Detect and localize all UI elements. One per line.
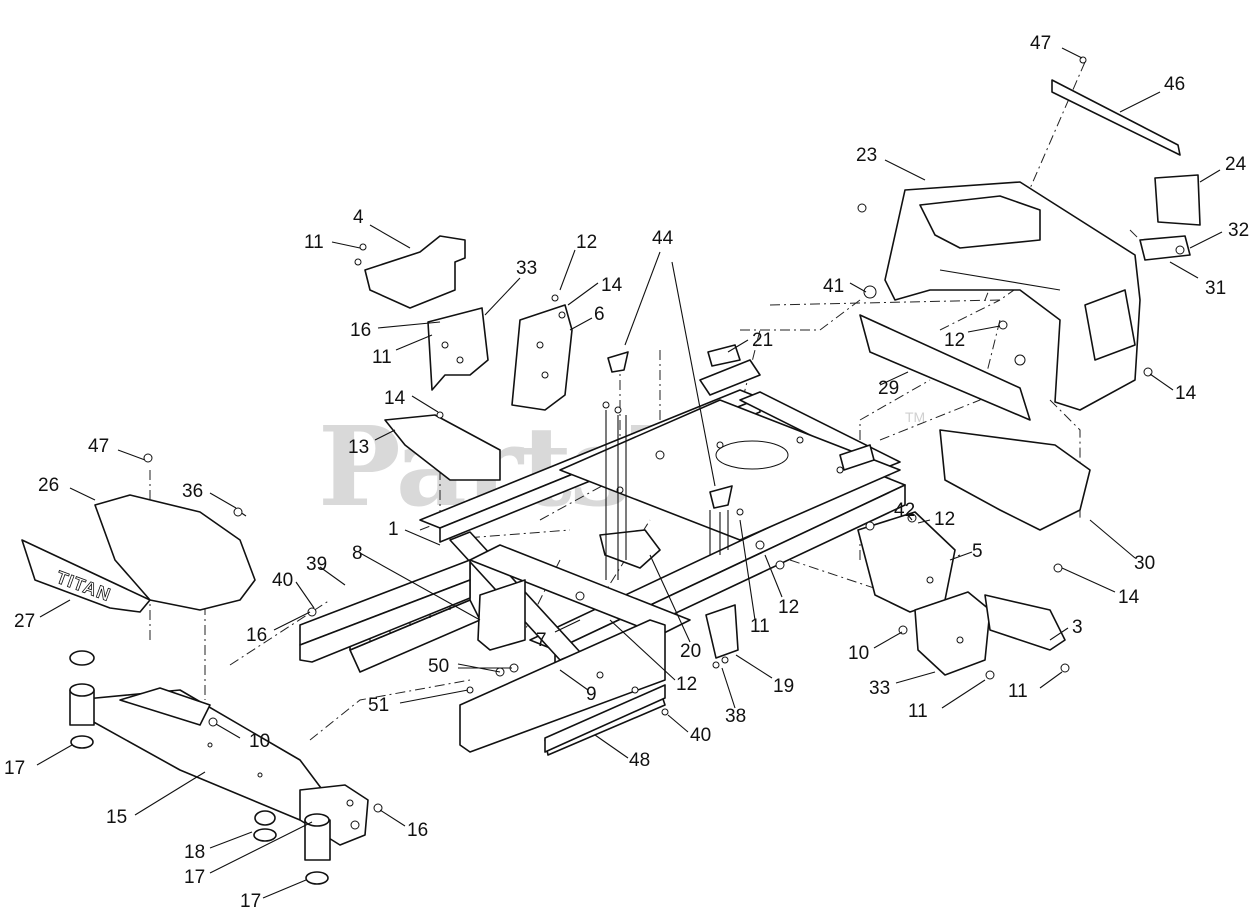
callout-6: 6 xyxy=(594,304,605,325)
callout-17-left: 17 xyxy=(4,758,25,779)
callout-14-left: 14 xyxy=(384,388,406,409)
callout-12-lower: 12 xyxy=(676,674,697,695)
right-brackets xyxy=(857,511,1066,676)
callout-39: 39 xyxy=(306,554,327,575)
callout-3: 3 xyxy=(1072,617,1083,638)
callout-31: 31 xyxy=(1205,278,1226,299)
callout-14-upper: 14 xyxy=(601,275,623,296)
callout-48: 48 xyxy=(629,750,650,771)
callout-40-left: 40 xyxy=(272,570,293,591)
callout-14-right: 14 xyxy=(1175,383,1197,404)
callout-1: 1 xyxy=(388,519,399,540)
callout-40-lower: 40 xyxy=(690,725,711,746)
callout-29: 29 xyxy=(878,378,899,399)
callout-9: 9 xyxy=(586,684,597,705)
callout-32: 32 xyxy=(1228,220,1249,241)
callout-15: 15 xyxy=(106,807,127,828)
callout-21: 21 xyxy=(752,330,773,351)
callout-11-lower-mid: 11 xyxy=(908,701,928,722)
bumpers xyxy=(607,351,733,509)
callout-17-lower: 17 xyxy=(184,867,205,888)
callout-labels: 47 46 23 24 32 31 4 11 12 44 33 14 6 16 … xyxy=(4,33,1249,912)
hood-panel xyxy=(94,453,256,611)
callout-33-upper: 33 xyxy=(516,258,537,279)
callout-7: 7 xyxy=(536,630,547,651)
callout-46: 46 xyxy=(1164,74,1185,95)
callout-16-lower: 16 xyxy=(407,820,428,841)
left-dash-brackets xyxy=(364,235,573,481)
callout-38: 38 xyxy=(725,706,746,727)
callout-11-center: 11 xyxy=(750,616,770,637)
callout-19: 19 xyxy=(773,676,794,697)
callout-18: 18 xyxy=(184,842,205,863)
callout-10-left: 10 xyxy=(249,731,270,752)
callout-33-lower: 33 xyxy=(869,678,890,699)
rear-body xyxy=(884,181,1141,411)
callout-17-bottom: 17 xyxy=(240,891,261,912)
callout-16-left: 16 xyxy=(246,625,267,646)
callout-13: 13 xyxy=(348,437,369,458)
watermark-trademark: TM xyxy=(905,409,925,425)
callout-47-top: 47 xyxy=(1030,33,1051,54)
callout-30: 30 xyxy=(1134,553,1155,574)
fasteners xyxy=(208,56,1185,813)
callout-4: 4 xyxy=(353,207,364,228)
callout-12-upper: 12 xyxy=(576,232,597,253)
leader-lines xyxy=(36,47,1223,899)
callout-36: 36 xyxy=(182,481,203,502)
front-bracket xyxy=(299,559,526,663)
callout-51: 51 xyxy=(368,695,389,716)
callout-16-upper: 16 xyxy=(350,320,371,341)
callout-12-seat: 12 xyxy=(944,330,965,351)
callout-8: 8 xyxy=(352,543,363,564)
callout-5: 5 xyxy=(972,541,983,562)
callout-44: 44 xyxy=(652,228,674,249)
seat-plate xyxy=(859,314,1031,421)
callout-11-mid: 11 xyxy=(372,347,392,368)
callout-12-right: 12 xyxy=(934,509,955,530)
callout-26: 26 xyxy=(38,475,59,496)
callout-41: 41 xyxy=(823,276,844,297)
floor-pan xyxy=(939,429,1091,531)
callout-10-right: 10 xyxy=(848,643,869,664)
callout-11-upper: 11 xyxy=(304,232,324,253)
callout-23: 23 xyxy=(856,145,877,166)
callout-11-lower-right: 11 xyxy=(1008,681,1028,702)
callout-12-center: 12 xyxy=(778,597,799,618)
callout-24: 24 xyxy=(1225,154,1247,175)
callout-20: 20 xyxy=(680,641,701,662)
callout-42: 42 xyxy=(894,500,915,521)
callout-27: 27 xyxy=(14,611,35,632)
callout-50: 50 xyxy=(428,656,449,677)
front-axle xyxy=(74,687,369,846)
callout-47-left: 47 xyxy=(88,436,109,457)
small-mounts xyxy=(599,79,1201,659)
rear-plate xyxy=(544,684,666,753)
callout-14-lower: 14 xyxy=(1118,587,1140,608)
